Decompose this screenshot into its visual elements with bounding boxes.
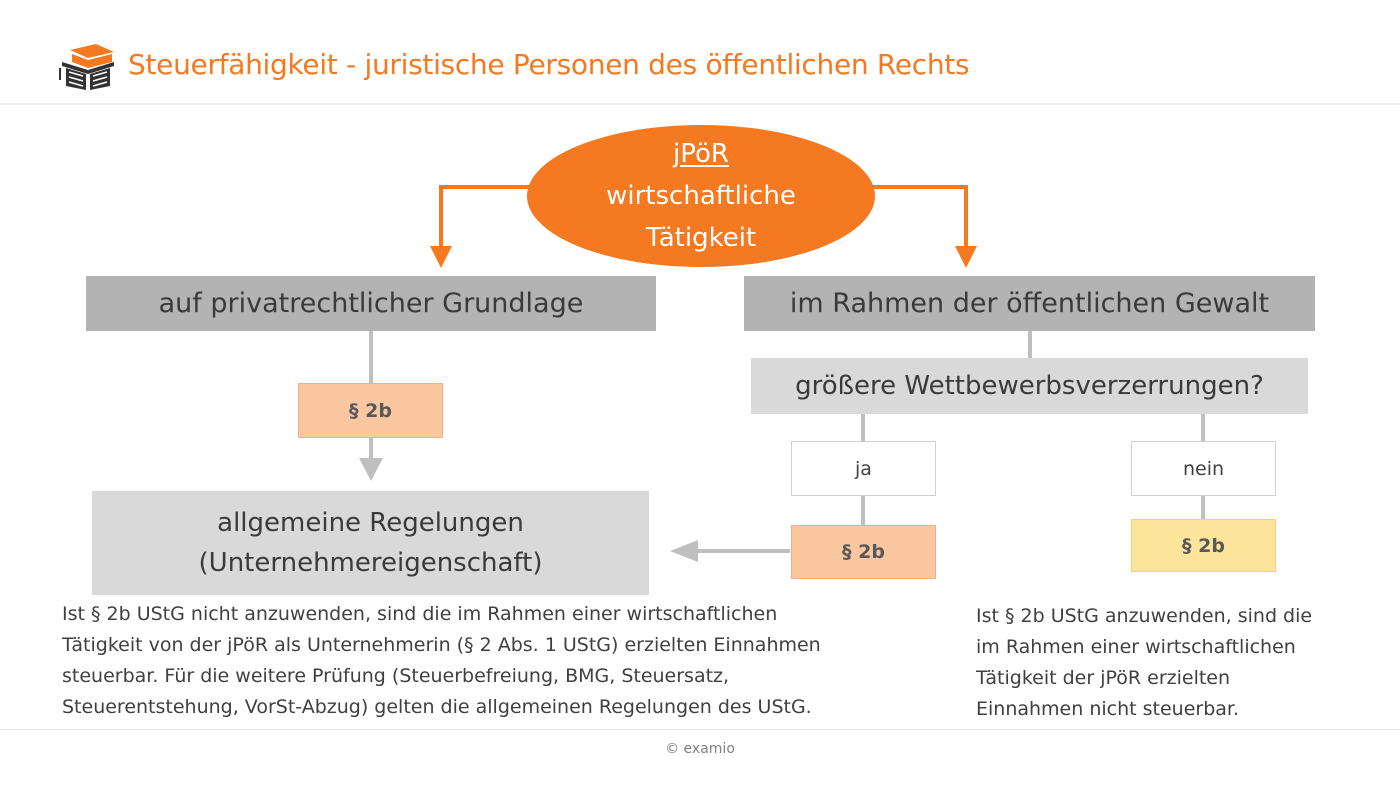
note-right-line: Tätigkeit der jPöR erzielten (976, 667, 1231, 689)
root-line2: wirtschaftliche (606, 181, 796, 211)
note-left-line: steuerbar. Für die weitere Prüfung (Steu… (62, 665, 730, 687)
graduation-cap-book-icon (59, 44, 114, 90)
arrowhead-down-gray (359, 458, 383, 481)
yes-box: ja (791, 441, 936, 496)
footer-divider (0, 729, 1400, 730)
yes-rule-box: § 2b (791, 525, 936, 579)
root-line3: Tätigkeit (645, 223, 757, 253)
arrowhead-left-gray (670, 540, 698, 562)
result-line2: (Unternehmereigenschaft) (198, 548, 543, 578)
note-right-line: Ist § 2b UStG anzuwenden, sind die (976, 605, 1313, 627)
note-left-line: Ist § 2b UStG nicht anzuwenden, sind die… (62, 603, 778, 625)
left-rule-box: § 2b (298, 383, 443, 438)
footer-copyright: © examio (665, 741, 735, 757)
note-right-line: im Rahmen einer wirtschaftlichen (976, 636, 1296, 658)
arrow-root-to-right (862, 185, 968, 250)
no-rule-box: § 2b (1131, 519, 1276, 572)
note-left-line: Tätigkeit von der jPöR als Unternehmerin… (62, 634, 821, 656)
note-right-line: Einnahmen nicht steuerbar. (976, 698, 1240, 720)
arrowhead-right (955, 246, 977, 268)
arrowhead-left (430, 246, 452, 268)
question-box: größere Wettbewerbsverzerrungen? (751, 358, 1308, 414)
left-branch-box: auf privatrechtlicher Grundlage (86, 276, 656, 331)
header-divider (0, 103, 1400, 105)
right-branch-box: im Rahmen der öffentlichen Gewalt (744, 276, 1315, 331)
result-box: allgemeine Regelungen (Unternehmereigens… (92, 491, 649, 595)
arrow-root-to-left (439, 185, 540, 250)
no-box: nein (1131, 441, 1276, 496)
page-title: Steuerfähigkeit - juristische Personen d… (128, 48, 970, 81)
root-node-jpoer: jPöR wirtschaftliche Tätigkeit (527, 125, 875, 267)
root-line1: jPöR (673, 139, 729, 169)
note-left: Ist § 2b UStG nicht anzuwenden, sind die… (62, 599, 932, 723)
note-right: Ist § 2b UStG anzuwenden, sind die im Ra… (976, 601, 1376, 725)
header: Steuerfähigkeit - juristische Personen d… (0, 0, 1400, 105)
result-line1: allgemeine Regelungen (217, 508, 524, 538)
note-left-line: Steuerentstehung, VorSt-Abzug) gelten di… (62, 696, 812, 718)
